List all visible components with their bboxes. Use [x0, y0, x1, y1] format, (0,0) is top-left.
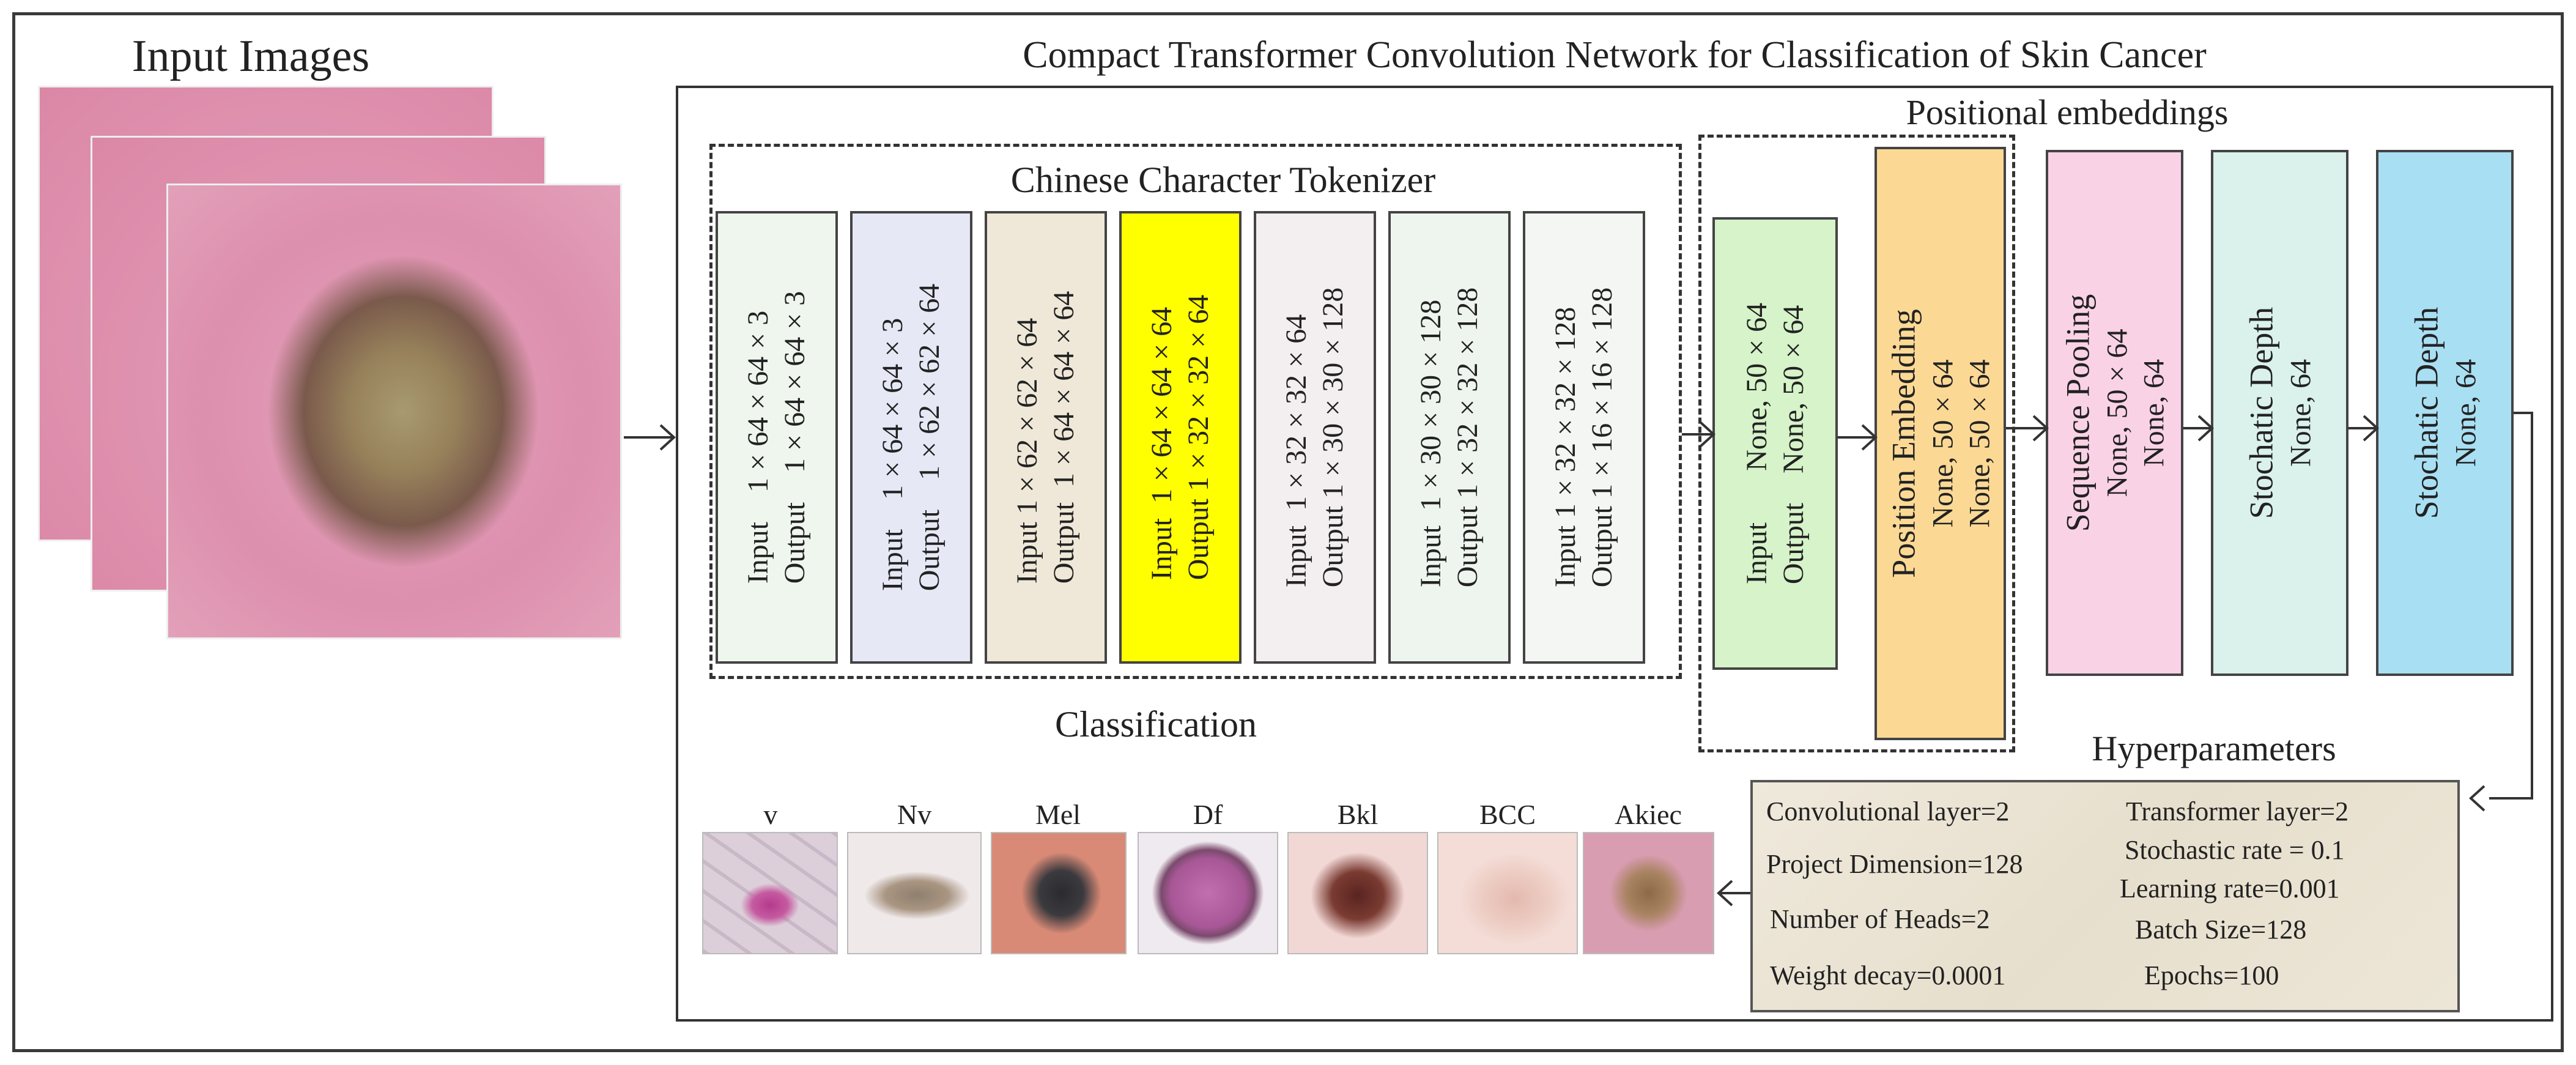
input-image-front	[166, 184, 622, 639]
arrowhead	[1699, 421, 1715, 448]
class-image-v	[702, 832, 838, 954]
class-label-akiec: Akiec	[1615, 799, 1682, 830]
hp-weight-decay: Weight decay=0.0001	[1770, 960, 2006, 990]
class-label-nv: Nv	[897, 799, 932, 830]
arrowhead	[2032, 415, 2049, 442]
class-label-bkl: Bkl	[1337, 799, 1379, 830]
positional-title: Positional embeddings	[1906, 92, 2229, 132]
class-image-akiec	[1583, 832, 1714, 954]
hp-conv-layer: Convolutional layer=2	[1766, 796, 2010, 826]
class-image-bkl	[1287, 832, 1428, 954]
hp-project-dimension: Project Dimension=128	[1766, 849, 2023, 879]
arrowhead	[2363, 415, 2379, 442]
classification-title: Classification	[1055, 704, 1257, 744]
input-images-title: Input Images	[131, 31, 370, 81]
hp-epochs: Epochs=100	[2144, 960, 2279, 990]
arrow-to-hyperparameters	[2489, 412, 2533, 800]
class-image-bcc	[1437, 832, 1578, 954]
class-label-bcc: BCC	[1479, 799, 1536, 830]
positional-group	[1698, 135, 2015, 752]
main-title: Compact Transformer Convolution Network …	[1023, 34, 2207, 76]
hp-number-of-heads: Number of Heads=2	[1770, 904, 1990, 934]
class-label-mel: Mel	[1035, 799, 1081, 830]
main-frame	[676, 86, 2553, 1022]
hp-learning-rate: Learning rate=0.001	[2120, 874, 2340, 904]
arrowhead	[2469, 785, 2485, 812]
class-image-df	[1138, 832, 1278, 954]
class-image-mel	[991, 832, 1127, 954]
tokenizer-group	[709, 144, 1682, 679]
outer-frame	[12, 12, 2564, 1052]
tokenizer-title: Chinese Character Tokenizer	[1010, 160, 1436, 200]
class-label-v: v	[763, 799, 778, 830]
hp-stochastic-rate: Stochastic rate = 0.1	[2125, 835, 2345, 865]
hp-transformer-layer: Transformer layer=2	[2126, 796, 2349, 826]
hp-batch-size: Batch Size=128	[2135, 915, 2307, 944]
class-image-nv	[847, 832, 982, 954]
arrowhead	[2197, 415, 2214, 442]
class-label-df: Df	[1193, 799, 1223, 830]
arrowhead	[1717, 880, 1733, 907]
hyperparameters-title: Hyperparameters	[2092, 729, 2336, 768]
arrowhead	[659, 424, 676, 451]
hyperparameters-panel: Convolutional layer=2 Transformer layer=…	[1750, 780, 2460, 1012]
arrowhead	[1861, 424, 1878, 451]
